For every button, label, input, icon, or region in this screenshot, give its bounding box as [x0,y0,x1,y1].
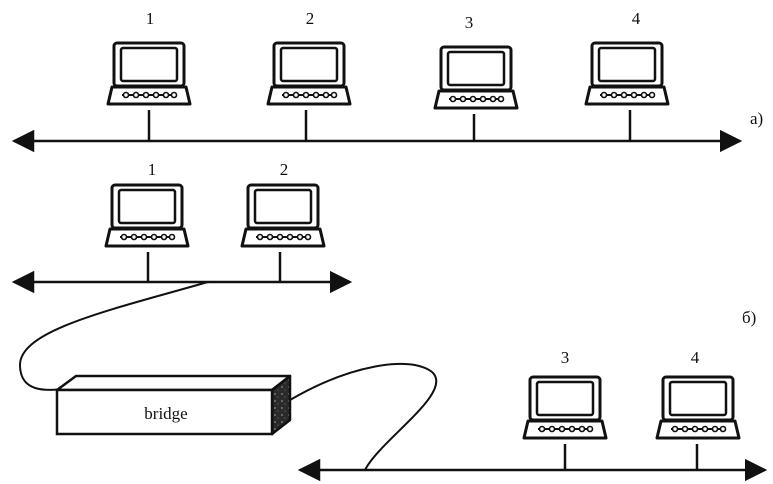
computer-label: 2 [306,9,315,28]
part-b: 1 2 б) 3 4 bridge [11,160,768,482]
computer-a4: 4 [584,9,670,141]
computer-icon [104,183,190,248]
part-b-label: б) [742,308,756,327]
computer-b2: 2 [240,160,326,282]
computer-a1: 1 [106,9,192,141]
computer-b3: 3 [522,348,608,470]
computer-label: 1 [148,160,157,179]
bridge-cable-lower [289,362,438,471]
computer-icon [433,45,519,110]
computer-icon [240,183,326,248]
computer-label: 3 [465,13,474,32]
bridge-front-face [55,388,274,436]
bridge-cable-upper [18,281,209,391]
computer-b4: 4 [655,348,741,470]
computer-label: 4 [632,9,641,28]
bridge-box: bridge [55,374,292,436]
bridge-label: bridge [144,404,187,423]
computer-icon [266,41,352,106]
bridge-top-face [55,374,292,392]
part-a: 1 2 3 4 a) [11,9,763,153]
computer-label: 3 [561,348,570,367]
computer-label: 2 [280,160,289,179]
computer-label: 4 [691,348,700,367]
computer-a2: 2 [266,9,352,141]
computer-icon [106,41,192,106]
computer-b1: 1 [104,160,190,282]
computer-icon [655,375,741,440]
computer-label: 1 [146,9,155,28]
computer-icon [584,41,670,106]
computer-a3: 3 [433,13,519,141]
part-a-label: a) [750,109,763,128]
computer-icon [522,375,608,440]
